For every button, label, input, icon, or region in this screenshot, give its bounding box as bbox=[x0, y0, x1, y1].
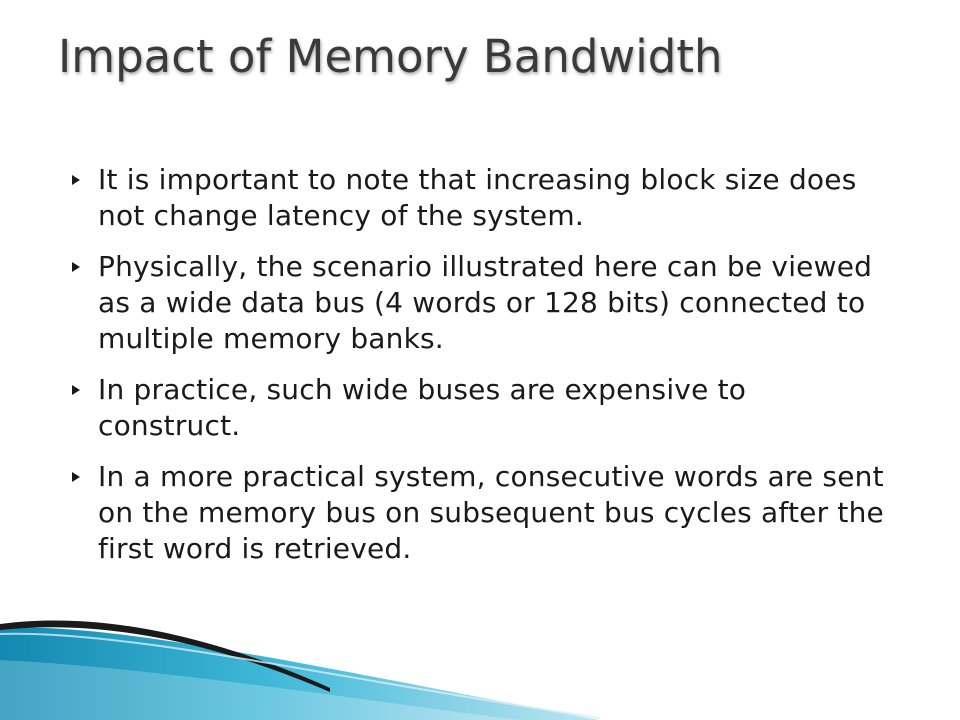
bullet-text: It is important to note that increasing … bbox=[98, 163, 857, 232]
bullet-item: Physically, the scenario illustrated her… bbox=[64, 249, 894, 357]
bullet-item: In a more practical system, consecutive … bbox=[64, 459, 894, 567]
light-band bbox=[0, 660, 520, 720]
triangle-bullet-icon bbox=[72, 262, 80, 272]
triangle-bullet-icon bbox=[72, 175, 80, 185]
bullet-item: In practice, such wide buses are expensi… bbox=[64, 372, 894, 444]
bullet-text: In a more practical system, consecutive … bbox=[98, 460, 884, 565]
dark-swoosh bbox=[0, 620, 330, 692]
bullet-text: In practice, such wide buses are expensi… bbox=[98, 373, 747, 442]
triangle-bullet-icon bbox=[72, 385, 80, 395]
bullet-item: It is important to note that increasing … bbox=[64, 162, 894, 234]
bullet-list: It is important to note that increasing … bbox=[64, 162, 894, 582]
decorative-swoosh bbox=[0, 620, 600, 720]
triangle-bullet-icon bbox=[72, 472, 80, 482]
light-accent-line bbox=[0, 632, 600, 719]
bullet-text: Physically, the scenario illustrated her… bbox=[98, 250, 873, 355]
slide-title: Impact of Memory Bandwidth bbox=[58, 30, 723, 83]
